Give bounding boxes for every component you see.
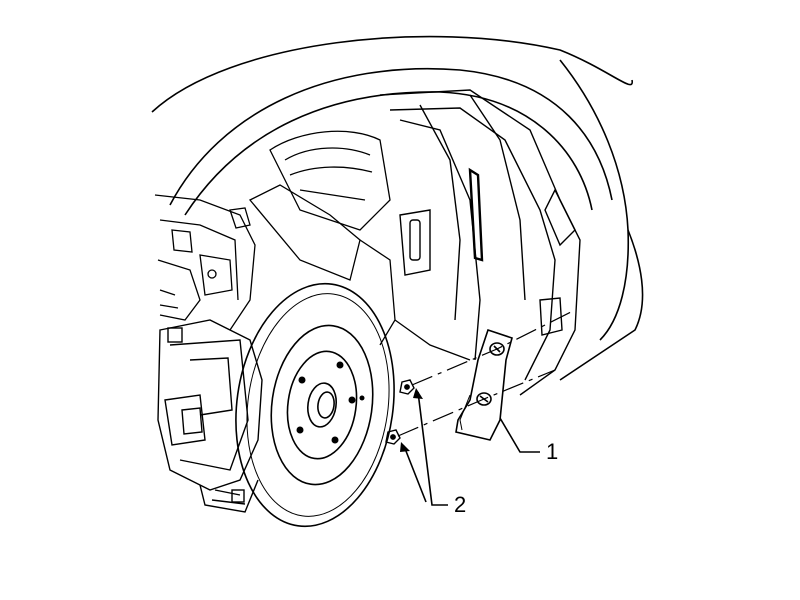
steering-knuckle bbox=[154, 194, 256, 331]
retaining-bolts bbox=[385, 379, 415, 445]
leader-lines bbox=[403, 391, 540, 506]
brake-rotor bbox=[235, 282, 395, 528]
callout-label-1: 1 bbox=[546, 439, 558, 464]
suspension-strut bbox=[248, 130, 471, 361]
wheel-studs bbox=[296, 361, 365, 444]
alignment-lines bbox=[397, 309, 576, 437]
leader-arrowheads bbox=[400, 388, 423, 452]
callout-label-2: 2 bbox=[454, 492, 466, 517]
wheel-well-liner bbox=[379, 89, 581, 396]
brake-caliper bbox=[157, 319, 263, 513]
